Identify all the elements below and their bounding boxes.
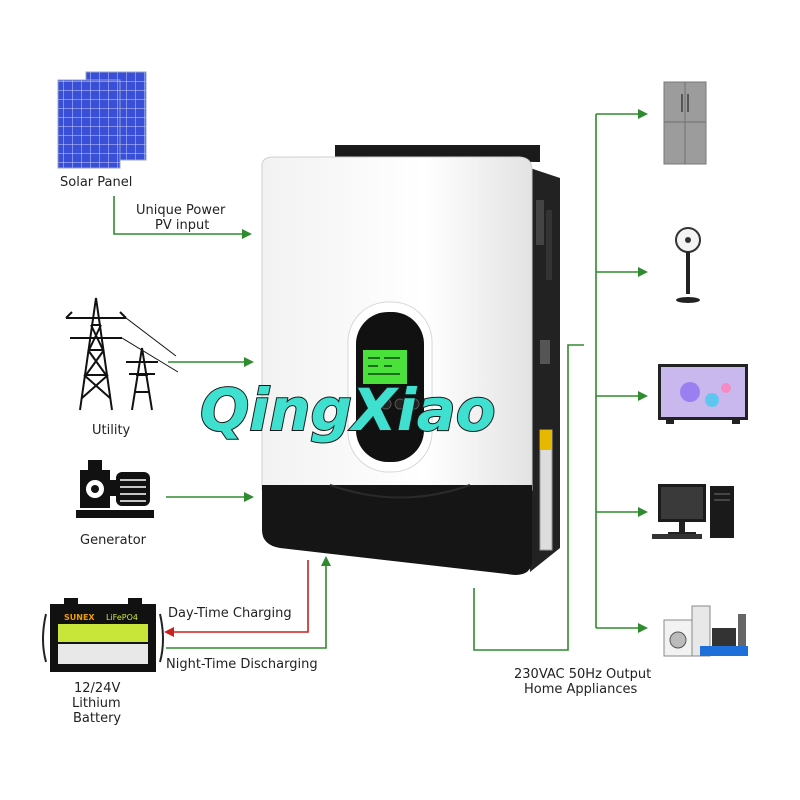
battery-chemistry: LiFePO4: [106, 613, 138, 622]
output-bus-line: [473, 344, 584, 651]
night-time-discharging-label: Night-Time Discharging: [166, 657, 318, 672]
computer-icon: [652, 484, 734, 539]
inverter-unit: [261, 145, 560, 575]
day-time-charging-label: Day-Time Charging: [168, 606, 292, 621]
utility-tower-icon: [65, 297, 179, 411]
home-appliances-icon: [663, 605, 748, 657]
battery-label-line2: Lithium: [72, 696, 121, 711]
battery-brand: SUNEX: [64, 613, 95, 622]
pv-input-label-line2: PV input: [155, 218, 209, 233]
generator-icon: [76, 460, 154, 518]
solar-flow-arrow: [113, 196, 252, 239]
output-label-line2: Home Appliances: [524, 682, 637, 697]
utility-label: Utility: [92, 423, 131, 438]
charging-arrow: [164, 560, 309, 637]
generator-label: Generator: [80, 533, 147, 548]
output-label-line1: 230VAC 50Hz Output: [514, 667, 651, 682]
television-icon: [658, 364, 748, 424]
battery-label-line1: 12/24V: [74, 681, 120, 696]
standing-fan-icon: [675, 227, 701, 303]
solar-panel-label: Solar Panel: [60, 175, 132, 190]
battery-icon: SUNEX LiFePO4: [42, 598, 164, 672]
pv-input-label-line1: Unique Power: [136, 203, 226, 218]
discharging-arrow: [166, 556, 331, 649]
battery-label-line3: Battery: [73, 711, 121, 726]
watermark: QingXiao: [200, 376, 496, 444]
solar-panel-icon: [57, 71, 147, 169]
refrigerator-icon: [663, 81, 707, 165]
